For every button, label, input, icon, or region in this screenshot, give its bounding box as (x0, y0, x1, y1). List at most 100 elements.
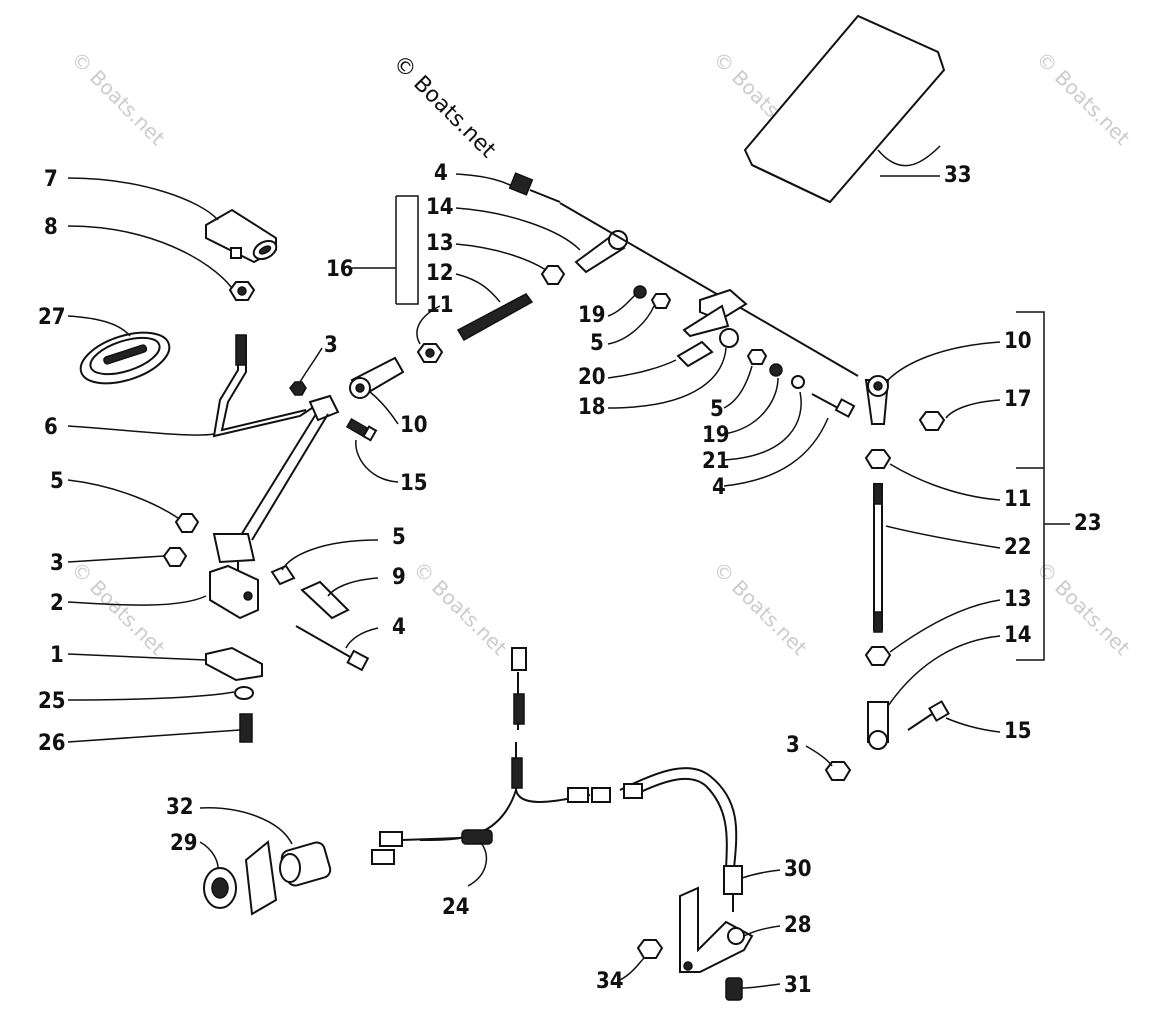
part-2-bracket (209, 564, 259, 620)
callout-4: 4 (434, 161, 448, 186)
part-10-rod-end (349, 356, 405, 399)
callout-33: 33 (944, 163, 972, 188)
watermark-faint: © Boats.net (66, 47, 169, 150)
callout-4: 4 (712, 475, 726, 500)
watermark-main: © Boats.net (388, 51, 501, 164)
part-3-nut (289, 381, 307, 396)
callout-13: 13 (426, 231, 454, 256)
watermark-faint: © Boats.net (1031, 557, 1134, 660)
watermark-faint: © Boats.net (1031, 47, 1134, 150)
callout-31: 31 (784, 973, 812, 998)
callout-5: 5 (392, 525, 406, 550)
callout-16: 16 (326, 257, 354, 282)
part-6-lever (212, 334, 340, 585)
callout-6: 6 (44, 415, 58, 440)
part-19-washer (769, 363, 783, 377)
callout-8: 8 (44, 215, 58, 240)
callout-34: 34 (596, 969, 624, 994)
callout-30: 30 (784, 857, 812, 882)
callout-29: 29 (170, 831, 198, 856)
part-20-spacer (676, 340, 714, 368)
callout-24: 24 (442, 895, 470, 920)
part-17-nut (918, 411, 946, 431)
parts-drawings (79, 14, 950, 1001)
callout-4: 4 (392, 615, 406, 640)
callout-3: 3 (786, 733, 800, 758)
callout-10: 10 (400, 413, 428, 438)
part-5-bushing (270, 564, 296, 586)
part-27-grommet (79, 331, 171, 385)
part-9-spacer (300, 580, 350, 620)
callout-32: 32 (166, 795, 194, 820)
leader-lines (67, 145, 1070, 989)
part-7-handle (205, 208, 278, 264)
part-10-rod-end-right (864, 375, 890, 425)
part-12-stud (456, 293, 534, 342)
callout-2: 2 (50, 591, 64, 616)
callout-5: 5 (590, 331, 604, 356)
callout-11: 11 (1004, 487, 1032, 512)
linkage-axis (559, 202, 859, 377)
part-30-sensor (723, 865, 743, 912)
part-5-nut (746, 349, 768, 365)
part-11-nut (416, 343, 444, 363)
callout-19: 19 (578, 303, 606, 328)
callout-18: 18 (578, 395, 606, 420)
part-13-nut-right (864, 646, 892, 666)
part-3-nut-right (824, 761, 852, 781)
callout-12: 12 (426, 261, 454, 286)
part-13-nut (540, 265, 566, 285)
callout-23: 23 (1074, 511, 1102, 536)
callout-14: 14 (426, 195, 454, 220)
callout-7: 7 (44, 167, 58, 192)
callout-9: 9 (392, 565, 406, 590)
part-14-rod-end (574, 230, 628, 274)
callout-15: 15 (400, 471, 428, 496)
callout-5: 5 (50, 469, 64, 494)
part-21-washer (791, 375, 805, 389)
callout-14: 14 (1004, 623, 1032, 648)
part-3-nut (162, 547, 188, 567)
part-26-screw (239, 713, 253, 743)
part-5-nut (174, 513, 200, 533)
part-8-nut (228, 281, 256, 301)
callout-13: 13 (1004, 587, 1032, 612)
part-15-bolt (345, 418, 378, 442)
callout-28: 28 (784, 913, 812, 938)
callout-21: 21 (702, 449, 730, 474)
part-1-plate (205, 646, 263, 682)
part-28-bracket (679, 886, 754, 973)
callout-17: 17 (1004, 387, 1032, 412)
part-31-screw (725, 977, 743, 1001)
part-4-bolt-lower (295, 625, 370, 672)
part-18-bracket (682, 288, 748, 348)
watermark-faint: © Boats.net (66, 557, 169, 660)
part-32-switch (279, 841, 332, 887)
part-11-nut-right (864, 449, 892, 469)
callout-20: 20 (578, 365, 606, 390)
part-34-nut (636, 939, 664, 959)
part-19-washer (633, 285, 647, 299)
part-22-rod (873, 483, 883, 631)
part-25-washer (234, 686, 254, 700)
callout-1: 1 (50, 643, 64, 668)
callout-22: 22 (1004, 535, 1032, 560)
callout-3: 3 (324, 333, 338, 358)
callout-19: 19 (702, 423, 730, 448)
part-4-bolt (508, 172, 561, 203)
watermark-faint: © Boats.net (408, 557, 511, 660)
callout-27: 27 (38, 305, 66, 330)
callout-11: 11 (426, 293, 454, 318)
part-14-rod-end-right (867, 701, 889, 750)
callout-25: 25 (38, 689, 66, 714)
part-5-nut (650, 293, 672, 309)
part-15-bolt-right (907, 700, 950, 731)
callout-5: 5 (710, 397, 724, 422)
part-mount-plate (244, 840, 278, 916)
callout-3: 3 (50, 551, 64, 576)
part-4-bolt (811, 393, 856, 418)
callout-labels: 7 8 27 6 5 3 2 1 25 26 3 10 15 5 9 4 4 1… (38, 161, 1102, 998)
callout-10: 10 (1004, 329, 1032, 354)
part-29-nut (203, 867, 237, 909)
